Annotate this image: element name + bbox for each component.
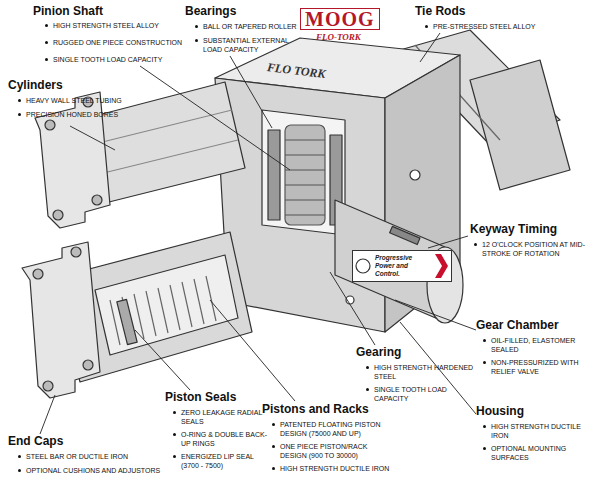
callout-heading: End Caps	[8, 434, 63, 448]
callout-bullet: SUBSTANTIAL EXTERNAL LOAD CAPACITY	[195, 36, 308, 54]
callout-bullet: OPTIONAL CUSHIONS AND ADJUSTORS	[18, 466, 160, 475]
callout-heading: Pistons and Racks	[262, 402, 369, 416]
callout-bullet: 12 O'CLOCK POSITION AT MID-STROKE OF ROT…	[474, 240, 597, 258]
callout-heading: Pinion Shaft	[33, 4, 103, 18]
callout-bullet: STEEL BAR OR DUCTILE IRON	[18, 452, 128, 461]
brand-subtitle: FLO-TORK	[316, 32, 361, 42]
callout-heading: Gear Chamber	[476, 318, 559, 332]
callout-heading: Housing	[476, 404, 524, 418]
callout-bullet: HIGH STRENGTH HARDENED STEEL	[366, 363, 474, 381]
callout-bullet: HIGH STRENGTH STEEL ALLOY	[45, 21, 159, 30]
callout-bullet: O-RING & DOUBLE BACK-UP RINGS	[173, 430, 271, 448]
callout-bullet: SINGLE TOOTH LOAD CAPACITY	[45, 55, 162, 64]
callout-heading: Cylinders	[8, 78, 63, 92]
callout-heading: Piston Seals	[165, 390, 236, 404]
callout-bullet: PATENTED FLOATING PISTON DESIGN (75000 A…	[272, 420, 390, 438]
callout-bullet: ONE PIECE PISTON/RACK DESIGN (900 TO 300…	[272, 442, 390, 460]
callout-heading: Tie Rods	[415, 4, 465, 18]
badge-text: Progressive Power and Control.	[375, 254, 433, 278]
callout-bullet: SINGLE TOOTH LOAD CAPACITY	[366, 385, 474, 403]
callout-heading: Gearing	[356, 345, 401, 359]
callout-bullet: OPTIONAL MOUNTING SURFACES	[483, 444, 596, 462]
callout-bullet: OIL-FILLED, ELASTOMER SEALED	[483, 336, 596, 354]
callout-bullet: NON-PRESSURIZED WITH RELIEF VALVE	[483, 358, 596, 376]
callout-bullet: HEAVY WALL STEEL TUBING	[18, 96, 122, 105]
callout-bullet: HIGH STRENGTH DUCTILE IRON	[272, 464, 389, 473]
callout-heading: Bearings	[185, 4, 236, 18]
callout-bullet: HIGH STRENGTH DUCTILE IRON	[483, 422, 596, 440]
callout-bullet: ENERGIZED LIP SEAL (3700 - 7500)	[173, 452, 271, 470]
callout-bullet: PRE-STRESSED STEEL ALLOY	[425, 22, 535, 31]
callout-heading: Keyway Timing	[470, 222, 557, 236]
callout-bullet: BALL OR TAPERED ROLLER	[195, 22, 297, 31]
callout-bullet: RUGGED ONE PIECE CONSTRUCTION	[45, 38, 182, 47]
callout-bullet: PRECISION HONED BORES	[18, 110, 118, 119]
brand-logo: MOOG	[300, 8, 380, 30]
brand-badge: Progressive Power and Control.	[352, 250, 452, 282]
callout-bullet: ZERO LEAKAGE RADIAL SEALS	[173, 408, 271, 426]
